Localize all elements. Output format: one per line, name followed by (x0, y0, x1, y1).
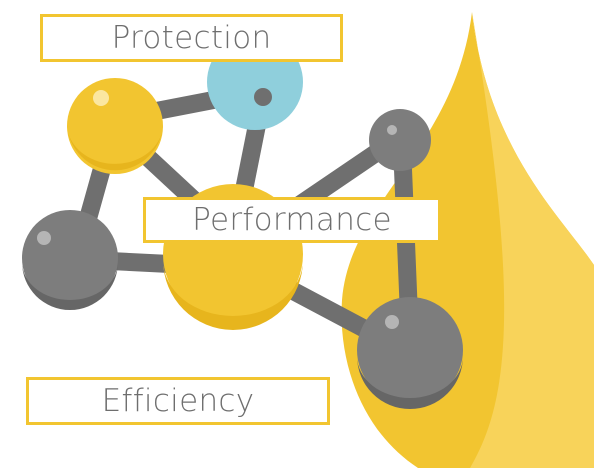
protection-label: Protection (40, 14, 343, 62)
atom-gray-large-bottom (357, 297, 463, 409)
performance-label: Performance (143, 197, 441, 243)
atom-yellow-top-left (67, 78, 163, 174)
atom-gray-left (22, 210, 118, 310)
atom-small-gray-right (369, 109, 431, 171)
efficiency-label: Efficiency (26, 377, 330, 425)
